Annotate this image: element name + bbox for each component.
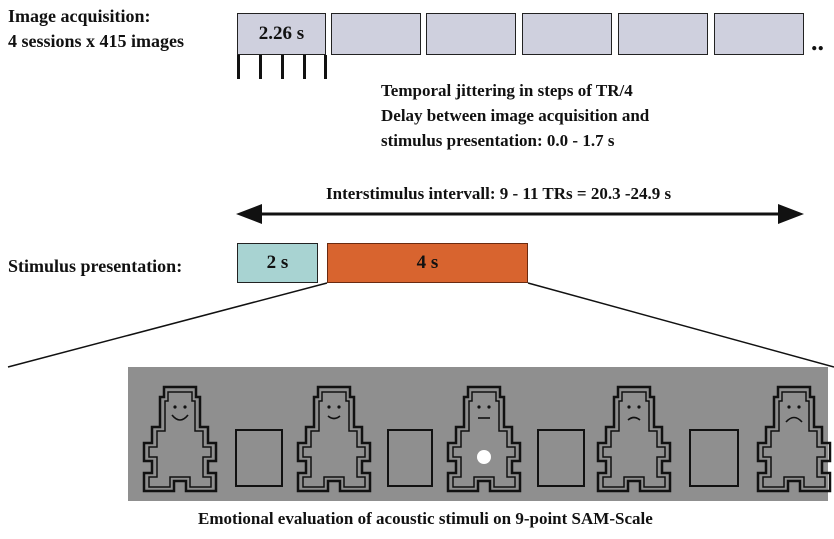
sam-separator-box-1	[235, 429, 283, 487]
zoom-line-left	[7, 282, 328, 368]
tr-tick-1	[237, 55, 240, 79]
sam-neutral-marker	[477, 450, 491, 464]
image-acquisition-subtitle: 4 sessions x 415 images	[8, 31, 185, 51]
sam-manikin-2	[296, 385, 372, 493]
interstimulus-arrow	[236, 204, 804, 224]
jitter-note-line-2: Delay between image acquisition and	[381, 106, 650, 125]
sam-manikin-5	[756, 385, 832, 493]
acquisition-block-label: 2.26 s	[258, 23, 305, 44]
sam-separator-box-2	[387, 429, 433, 487]
tr-tick-4	[303, 55, 306, 79]
acquisition-ellipsis: ..	[811, 27, 824, 56]
tr-tick-2	[259, 55, 262, 79]
stimulus-block-4s-label: 4 s	[416, 252, 439, 273]
sam-scale-panel	[128, 367, 828, 501]
zoom-line-right	[527, 282, 834, 368]
jitter-note-line-1: Temporal jittering in steps of TR/4	[381, 81, 633, 100]
stimulus-block-4s: 4 s	[327, 243, 528, 283]
acquisition-block-4	[522, 13, 612, 55]
stimulus-block-2s-label: 2 s	[266, 252, 289, 273]
jitter-note-line-3: stimulus presentation: 0.0 - 1.7 s	[381, 131, 615, 150]
sam-manikin-4	[596, 385, 672, 493]
sam-scale-caption: Emotional evaluation of acoustic stimuli…	[198, 509, 653, 528]
acquisition-block-3	[426, 13, 516, 55]
sam-manikin-1	[142, 385, 218, 493]
stimulus-block-2s: 2 s	[237, 243, 318, 283]
tr-tick-3	[281, 55, 284, 79]
acquisition-block-2	[331, 13, 421, 55]
acquisition-block-6	[714, 13, 804, 55]
interstimulus-label: Interstimulus intervall: 9 - 11 TRs = 20…	[326, 184, 672, 203]
acquisition-block-5	[618, 13, 708, 55]
sam-separator-box-4	[689, 429, 739, 487]
tr-tick-5	[324, 55, 327, 79]
stimulus-presentation-title: Stimulus presentation:	[8, 256, 183, 276]
sam-separator-box-3	[537, 429, 585, 487]
sam-manikin-3	[446, 385, 522, 493]
image-acquisition-title: Image acquisition:	[8, 6, 151, 26]
acquisition-block-1: 2.26 s	[237, 13, 326, 55]
